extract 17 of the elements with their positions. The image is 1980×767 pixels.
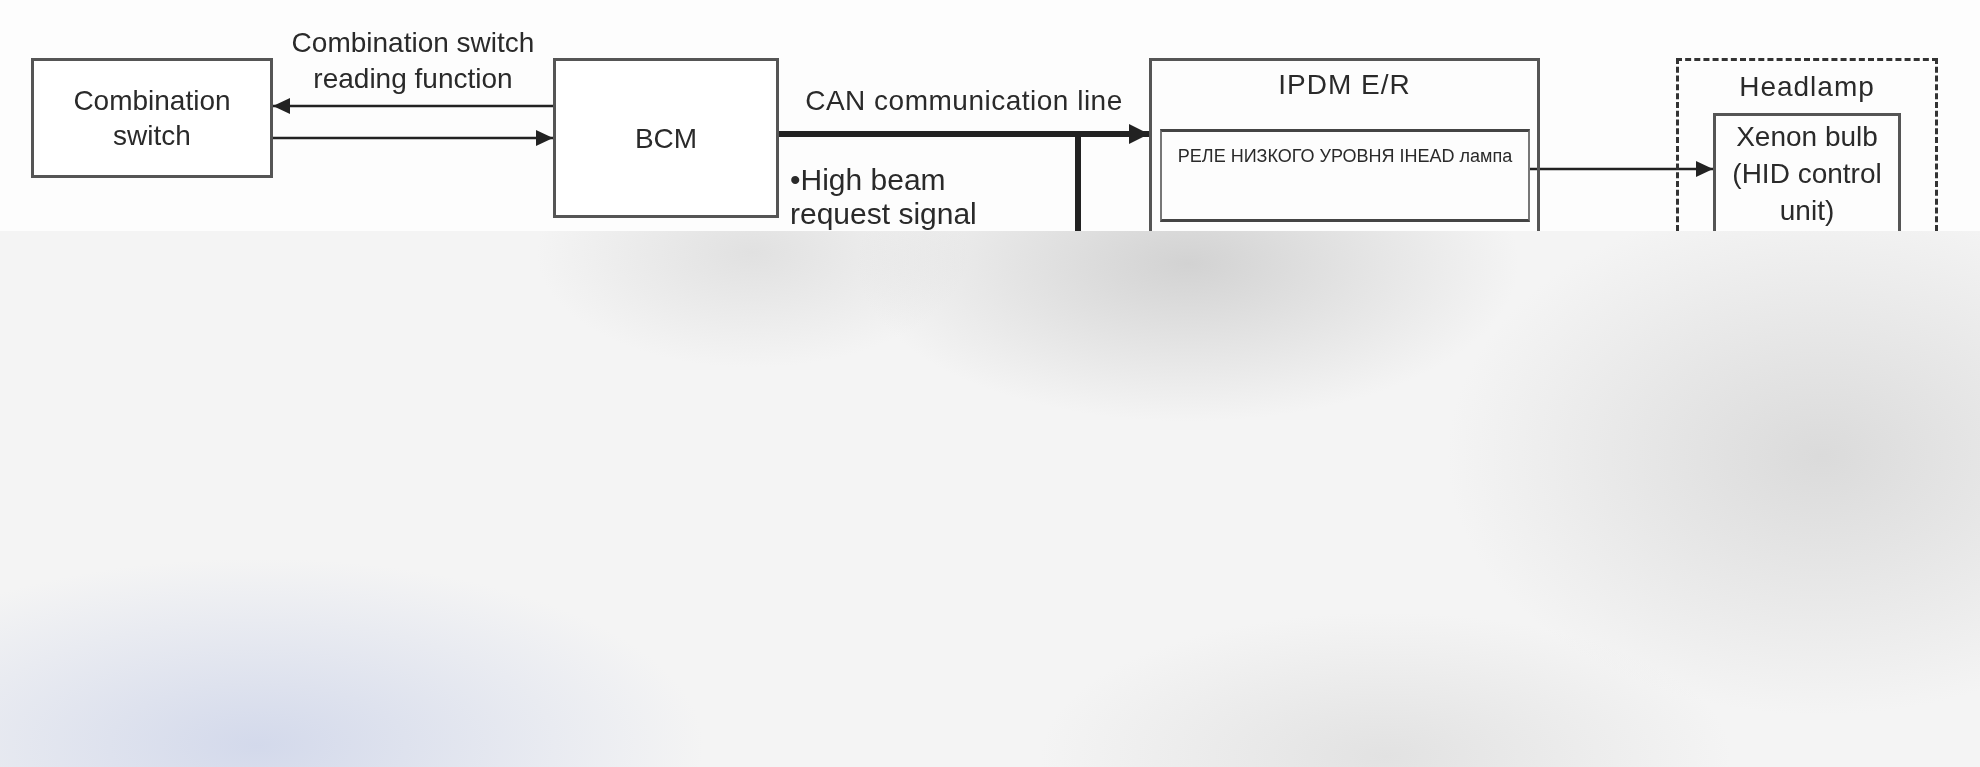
assembly-frame bbox=[1676, 58, 1938, 231]
module-box bbox=[31, 58, 273, 178]
arrow bbox=[273, 98, 553, 114]
module-box bbox=[1149, 58, 1540, 231]
bulb-unit-box bbox=[1713, 113, 1901, 231]
unit-name: IPDM E/R bbox=[1277, 68, 1412, 102]
unit-name: Headlamp bbox=[1738, 70, 1876, 104]
unit-name: Combination switch bbox=[72, 84, 232, 153]
arrow bbox=[1530, 161, 1713, 177]
unit-name: Xenon bulb (HID control unit) bbox=[1731, 120, 1883, 228]
signal-note: •High beam request signal bbox=[790, 163, 978, 231]
relay-box bbox=[1160, 129, 1530, 222]
module-box bbox=[553, 58, 779, 218]
unit-name: РЕЛЕ НИЗКОГО УРОВНЯ IHEAD лампа bbox=[1176, 145, 1514, 168]
arrow bbox=[273, 130, 553, 146]
unit-name: BCM bbox=[633, 121, 699, 156]
bus-line bbox=[779, 131, 1081, 231]
